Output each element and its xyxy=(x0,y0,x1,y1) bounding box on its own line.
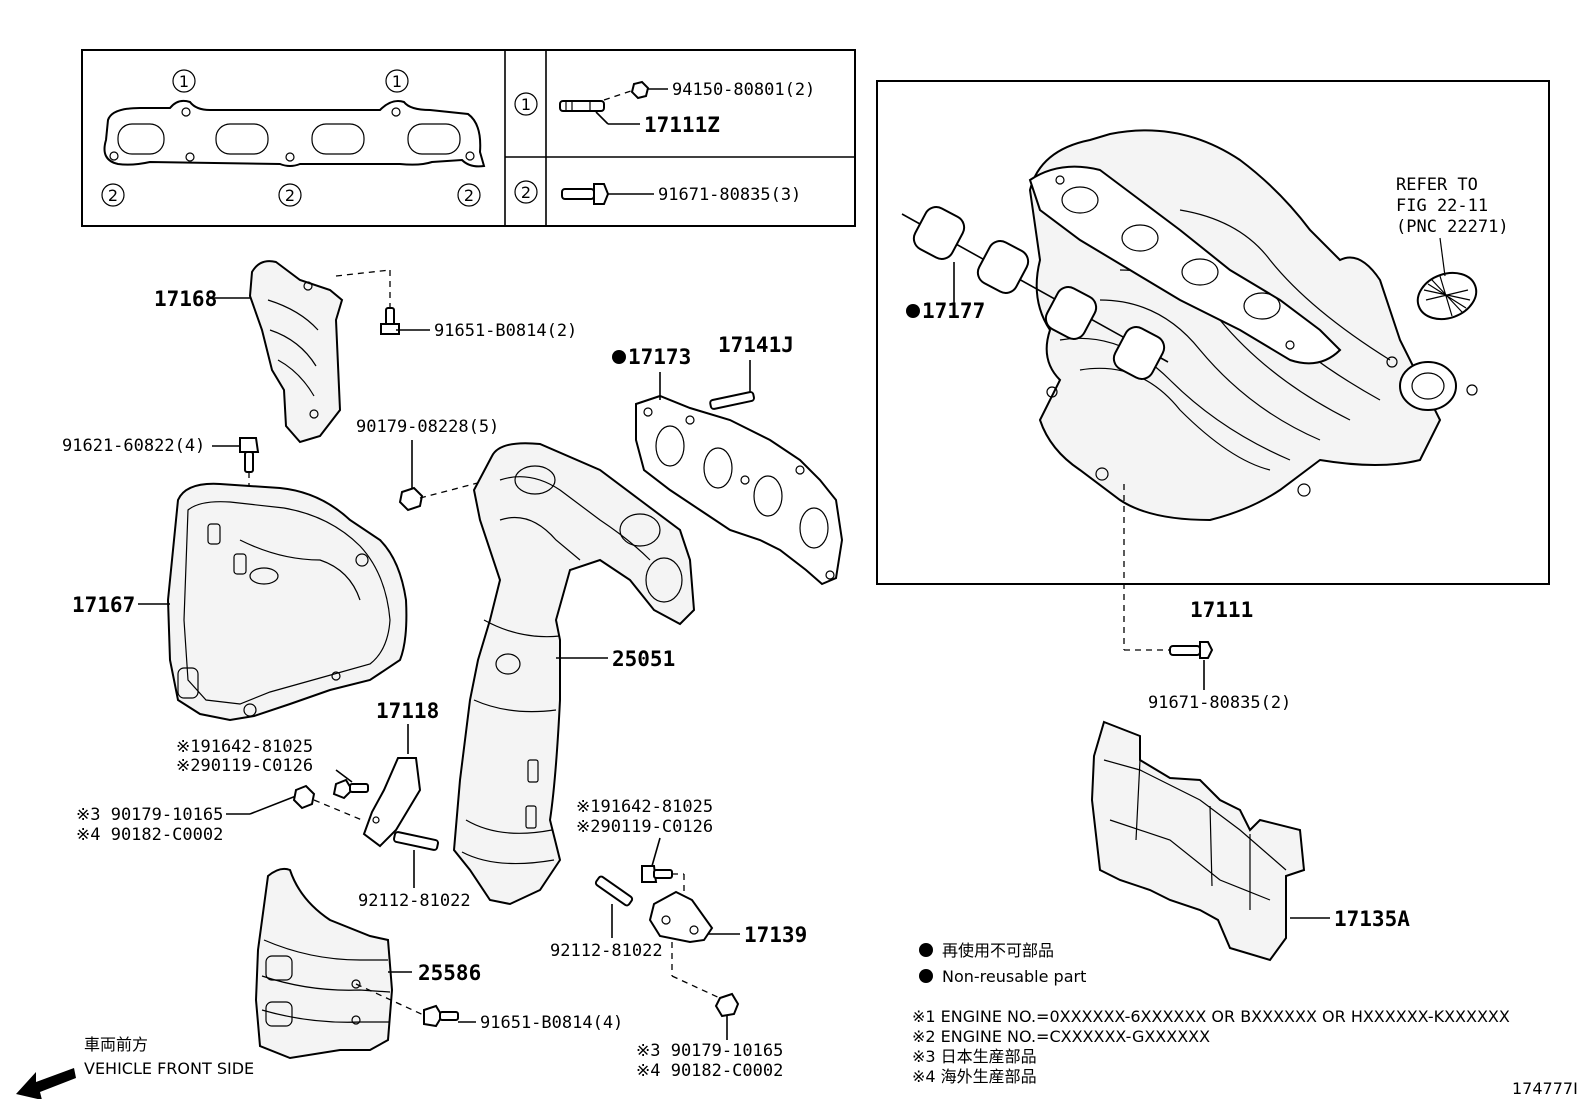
svg-text:2: 2 xyxy=(521,183,531,202)
exhaust-gasket-17173 xyxy=(635,394,844,586)
circle-2-marker: 2 xyxy=(101,183,125,207)
intake-manifold-box: 17177 REFER TO FIG 22-11 (PNC 22271) xyxy=(876,80,1550,585)
gasket-outline-inset xyxy=(103,99,486,168)
label-3-90179-10165-a: ※3 90179-10165 xyxy=(76,805,223,825)
bolt-icon xyxy=(561,183,610,205)
svg-text:2: 2 xyxy=(464,186,474,205)
row-2-marker: 2 xyxy=(514,180,538,204)
refer-line-3: (PNC 22271) xyxy=(1396,217,1509,237)
svg-text:2: 2 xyxy=(285,186,295,205)
mesh-screen-icon xyxy=(1416,271,1478,321)
note-4: ※4 海外生産部品 xyxy=(912,1067,1037,1086)
figure-id: 174777I xyxy=(1512,1079,1578,1098)
stud-icon xyxy=(594,875,634,907)
heat-insulator-17168 xyxy=(248,260,344,444)
stud-icon xyxy=(559,100,605,112)
stud-icon xyxy=(392,831,440,851)
circle-2-marker: 2 xyxy=(278,183,302,207)
legend-nonreusable-en: Non-reusable part xyxy=(942,967,1086,986)
nonreusable-dot-icon xyxy=(906,304,920,318)
gasket-inset-box: 1 1 2 2 2 1 2 xyxy=(81,49,856,227)
nut-icon xyxy=(630,80,650,100)
refer-line-2: FIG 22-11 xyxy=(1396,196,1488,216)
note-2: ※2 ENGINE NO.=CXXXXXX-GXXXXXX xyxy=(912,1027,1210,1046)
label-290119-C0126-a: ※290119-C0126 xyxy=(176,756,313,776)
bolt-icon xyxy=(423,1004,459,1028)
label-25051: 25051 xyxy=(612,647,675,671)
label-17167: 17167 xyxy=(72,593,135,617)
label-92112-81022-b: 92112-81022 xyxy=(550,941,663,961)
label-25586: 25586 xyxy=(418,961,481,985)
label-17111Z: 17111Z xyxy=(644,113,720,137)
label-17139: 17139 xyxy=(744,923,807,947)
intake-gasket-17177 xyxy=(901,206,1169,380)
label-92112-81022-a: 92112-81022 xyxy=(358,891,471,911)
refer-line-1: REFER TO xyxy=(1396,175,1478,195)
circle-1-marker: 1 xyxy=(385,69,409,93)
nut-icon xyxy=(714,992,740,1018)
bracket-17118 xyxy=(362,757,422,848)
insulator-17135A xyxy=(1090,720,1306,962)
nonreusable-dot-icon xyxy=(612,350,626,364)
nut-icon xyxy=(292,784,316,810)
converter-insulator-25586 xyxy=(254,867,394,1060)
bolt-icon xyxy=(641,865,673,883)
label-91651-B0814-4: 91651-B0814(4) xyxy=(480,1013,623,1033)
label-191642-81025-b: ※191642-81025 xyxy=(576,797,713,817)
label-90179-08228: 90179-08228(5) xyxy=(356,417,499,437)
note-3: ※3 日本生産部品 xyxy=(912,1047,1037,1066)
bolt-icon xyxy=(332,778,369,800)
circle-2-marker: 2 xyxy=(457,183,481,207)
front-arrow-icon xyxy=(16,1068,76,1099)
bolt-icon xyxy=(1169,641,1214,659)
label-17173: 17173 xyxy=(628,345,691,369)
label-17177: 17177 xyxy=(922,299,985,323)
front-label-en: VEHICLE FRONT SIDE xyxy=(84,1059,254,1078)
nut-icon xyxy=(398,486,424,512)
svg-text:1: 1 xyxy=(392,72,402,91)
label-3-90179-10165-b: ※3 90179-10165 xyxy=(636,1041,783,1061)
nonreusable-dot-icon xyxy=(919,969,933,983)
svg-text:2: 2 xyxy=(108,186,118,205)
intake-manifold-drawing xyxy=(1028,129,1478,522)
label-91671-80835-3: 91671-80835(3) xyxy=(658,185,801,205)
front-label-jp: 車両前方 xyxy=(84,1035,148,1054)
label-17168: 17168 xyxy=(154,287,217,311)
label-4-90182-C0002-a: ※4 90182-C0002 xyxy=(76,825,223,845)
circle-1-marker: 1 xyxy=(172,69,196,93)
label-191642-81025-a: ※191642-81025 xyxy=(176,737,313,757)
label-17135A: 17135A xyxy=(1334,907,1410,931)
legend-nonreusable-jp: 再使用不可部品 xyxy=(942,941,1054,960)
label-91651-B0814-2: 91651-B0814(2) xyxy=(434,321,577,341)
svg-text:1: 1 xyxy=(521,95,531,114)
label-17118: 17118 xyxy=(376,699,439,723)
nonreusable-dot-icon xyxy=(919,943,933,957)
label-4-90182-C0002-b: ※4 90182-C0002 xyxy=(636,1061,783,1081)
label-94150-80801: 94150-80801(2) xyxy=(672,80,815,100)
note-1: ※1 ENGINE NO.=0XXXXXX-6XXXXXX OR BXXXXXX… xyxy=(912,1007,1510,1026)
bolt-icon xyxy=(380,307,400,335)
svg-text:1: 1 xyxy=(179,72,189,91)
label-290119-C0126-b: ※290119-C0126 xyxy=(576,817,713,837)
heat-insulator-17167 xyxy=(166,482,408,722)
label-91671-80835-2: 91671-80835(2) xyxy=(1148,693,1291,713)
label-17111: 17111 xyxy=(1190,598,1253,622)
exhaust-manifold-25051 xyxy=(452,442,696,906)
bolt-icon xyxy=(239,437,260,473)
row-1-marker: 1 xyxy=(514,92,538,116)
stud-icon xyxy=(709,391,756,410)
bracket-17139 xyxy=(648,890,714,944)
label-17141J: 17141J xyxy=(718,333,794,357)
label-91621-60822: 91621-60822(4) xyxy=(62,436,205,456)
